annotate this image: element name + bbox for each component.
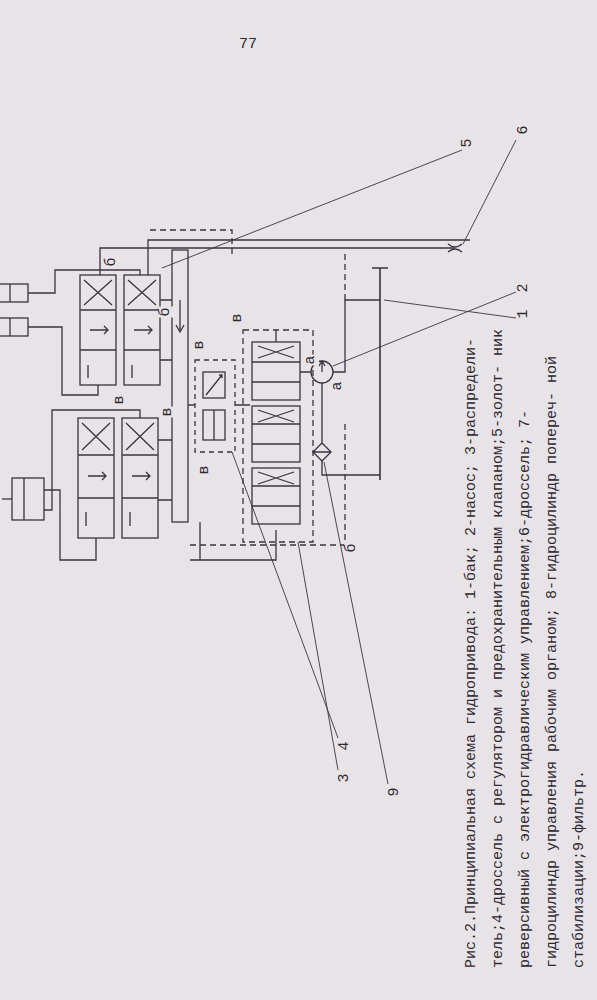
callout-label: 1 — [516, 308, 532, 319]
callout-label: 9 — [387, 786, 403, 797]
callout-label: 5 — [460, 137, 476, 148]
callout-label: в — [112, 394, 128, 405]
figure-caption: Рис.2.Принципиальная схема гидропривода:… — [458, 318, 593, 968]
page-number: 77 — [238, 37, 258, 53]
callout-label: 3 — [337, 772, 353, 783]
callout-label: в — [160, 406, 176, 417]
callout-label: б — [344, 542, 360, 553]
callout-label: в — [192, 339, 208, 350]
callout-label: 4 — [337, 740, 353, 751]
callout-label: б — [104, 256, 120, 267]
callout-label: 2 — [516, 282, 532, 293]
callout-label: в — [197, 464, 213, 475]
callout-label: а — [330, 380, 346, 391]
callout-label: а — [303, 354, 319, 365]
callout-label: 6 — [516, 124, 532, 135]
callout-label: б — [158, 306, 174, 317]
callout-label: в — [230, 312, 246, 323]
